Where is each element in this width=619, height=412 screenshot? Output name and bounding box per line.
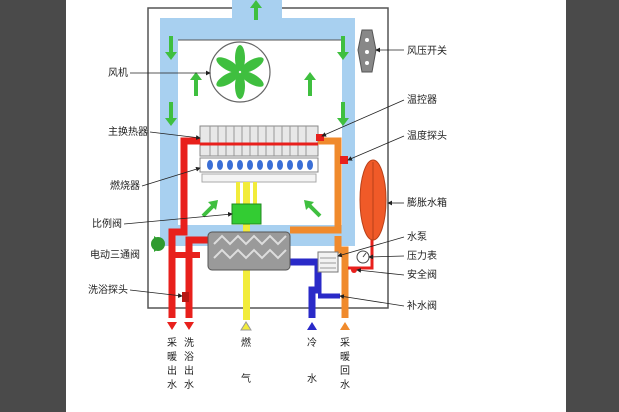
water-pump	[317, 251, 339, 273]
gas-pipe-branch	[236, 182, 240, 208]
plate-heat-exchanger	[207, 231, 291, 271]
expansion-tank	[359, 159, 387, 241]
label-three-way-valve: 电动三通阀	[90, 248, 140, 261]
label-main-exchanger: 主换热器	[108, 125, 148, 138]
label-air-pressure-switch: 风压开关	[407, 44, 447, 57]
heating-out-arrow	[167, 322, 177, 330]
gas-pipe-branch	[253, 182, 257, 208]
bottom-label-char: 水	[340, 379, 350, 391]
bottom-label-bath-out: 洗 浴 出 水	[184, 337, 194, 391]
safety-valve-leader	[356, 268, 405, 276]
bottom-label-char: 水	[307, 373, 317, 385]
temperature-probe	[340, 156, 348, 164]
label-burner: 燃烧器	[110, 179, 140, 192]
label-bath-probe: 洗浴探头	[88, 283, 128, 296]
bottom-label-gas: 燃 气	[241, 336, 251, 385]
fan-blade	[235, 73, 245, 99]
fan-blade	[240, 71, 264, 87]
airflow-arrow	[165, 118, 177, 126]
heating-out-pipe	[168, 137, 200, 318]
cold-water-pipe	[290, 258, 322, 318]
bottom-label-char: 燃	[241, 336, 251, 349]
bottom-label-cold-water: 冷 水	[307, 336, 317, 385]
bottom-label-char: 气	[241, 372, 251, 385]
bottom-label-char: 采	[167, 337, 177, 349]
fan-blade	[216, 57, 240, 73]
bottom-label-char: 暖	[167, 350, 177, 363]
bath-probe	[182, 292, 189, 302]
bottom-label-char: 采	[340, 337, 350, 349]
label-safety-valve: 安全阀	[407, 268, 437, 281]
airflow-arrow	[307, 203, 322, 218]
pressure-switch-dot	[365, 50, 369, 54]
burner-leader	[141, 166, 201, 187]
bottom-label-heating-out: 采 暖 出 水	[167, 337, 177, 391]
heating-return-arrow	[340, 322, 350, 330]
airflow-arrow	[337, 118, 349, 126]
airflow-arrows	[165, 0, 349, 218]
refill-valve-leader	[339, 294, 405, 307]
bottom-label-char: 水	[167, 379, 177, 391]
fan-blade	[240, 57, 264, 73]
bottom-label-char: 冷	[307, 336, 317, 349]
label-refill-valve: 补水阀	[407, 299, 437, 312]
label-temp-probe: 温度探头	[407, 129, 447, 142]
airflow-arrow	[250, 0, 262, 8]
airflow-arrow	[190, 72, 202, 80]
pressure-switch-dot	[365, 38, 369, 42]
thermostat-leader	[321, 99, 405, 137]
label-expansion-tank: 膨胀水箱	[407, 196, 447, 209]
airflow-arrow	[337, 52, 349, 60]
label-thermostat: 温控器	[407, 93, 437, 106]
bottom-label-char: 暖	[340, 350, 350, 363]
safety-valve	[351, 267, 357, 273]
label-water-pump: 水泵	[407, 231, 427, 243]
airflow-arrow	[304, 72, 316, 80]
burner-manifold	[201, 173, 317, 183]
heating-return-pipe	[334, 236, 349, 318]
thermostat	[316, 134, 324, 141]
pressure-gauge-leader	[368, 254, 405, 260]
water-pump-leader	[337, 236, 405, 258]
fan-blade	[216, 71, 240, 87]
air-pressure-switch	[357, 29, 377, 73]
three-way-valve-motor	[151, 237, 165, 251]
bottom-label-char: 浴	[184, 351, 194, 363]
label-proportional-valve: 比例阀	[92, 217, 122, 230]
main-heat-exchanger	[199, 125, 319, 157]
bath-probe-leader	[129, 289, 183, 298]
main-exchanger-leader	[149, 131, 201, 140]
temp-probe-leader	[347, 135, 405, 161]
fan	[209, 41, 271, 103]
fan-blade	[235, 45, 245, 71]
bottom-label-char: 出	[167, 364, 177, 377]
airflow-arrow	[208, 200, 218, 210]
bottom-label-char: 回	[340, 365, 350, 377]
label-pressure-gauge: 压力表	[407, 249, 437, 262]
airflow-arrow	[165, 52, 177, 60]
bottom-label-char: 洗	[184, 337, 194, 349]
proportional-valve-leader	[123, 211, 233, 225]
airflow-arrow	[304, 200, 314, 210]
cold-in-arrow	[307, 322, 317, 330]
airflow-arrow	[201, 203, 216, 218]
proportional-valve	[231, 203, 262, 225]
burner	[199, 157, 319, 183]
bottom-label-char: 出	[184, 364, 194, 377]
return-pipe-upper	[290, 137, 342, 234]
pressure-switch-dot	[365, 61, 369, 65]
bath-out-arrow	[184, 322, 194, 330]
right-gutter	[566, 0, 619, 412]
label-fan: 风机	[108, 66, 128, 79]
left-gutter	[0, 0, 66, 412]
gas-in-arrow	[240, 321, 252, 331]
bottom-label-heating-return: 采 暖 回 水	[340, 337, 350, 391]
bottom-label-char: 水	[184, 379, 194, 391]
